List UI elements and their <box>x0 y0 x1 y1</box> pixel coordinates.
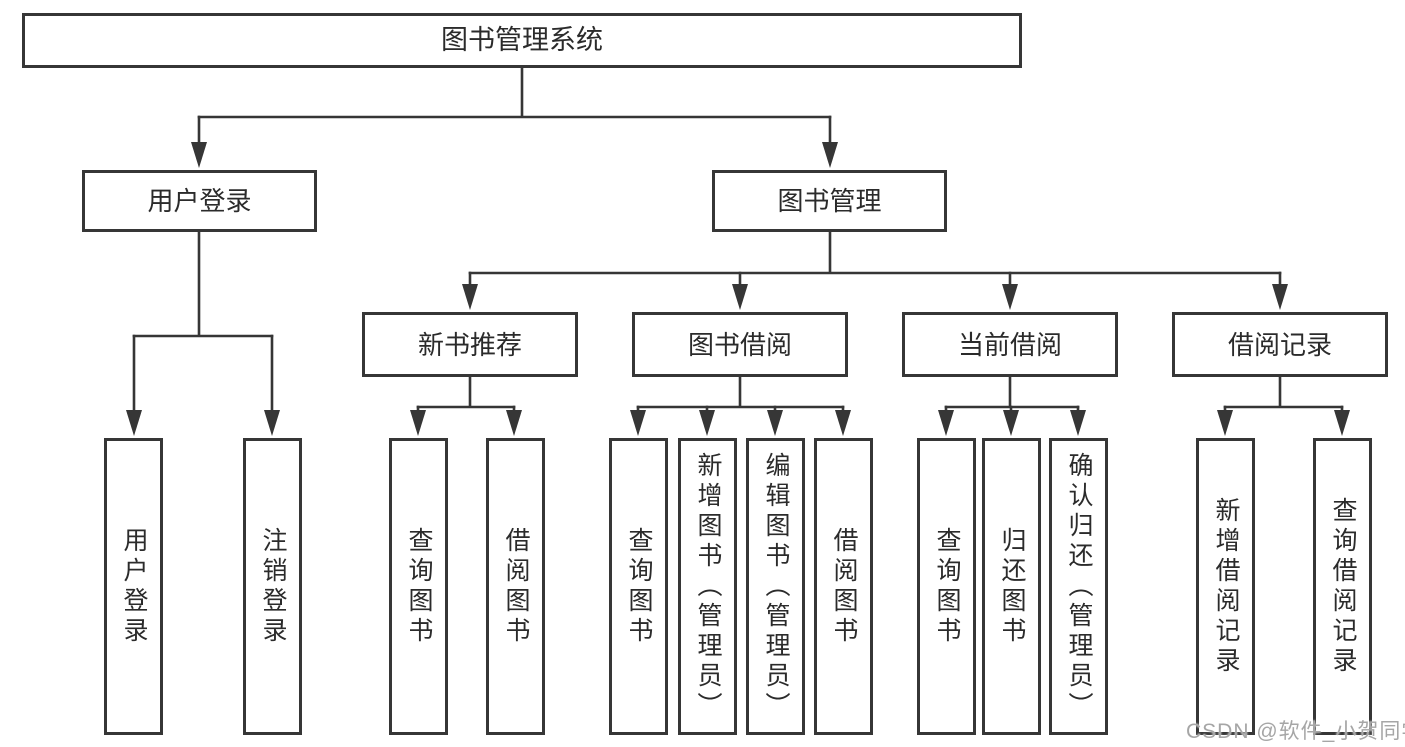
node-current-borrowing: 当前借阅 <box>902 312 1118 377</box>
leaf-query-books-recommend: 查询图书 <box>389 438 448 735</box>
leaf-label: 归还图书 <box>998 526 1026 647</box>
node-borrowing-records: 借阅记录 <box>1172 312 1388 377</box>
leaf-query-books-borrowing: 查询图书 <box>609 438 668 735</box>
leaf-edit-books-admin: 编辑图书（管理员） <box>746 438 805 735</box>
leaf-label: 查询图书 <box>625 526 653 647</box>
leaf-confirm-return-admin: 确认归还（管理员） <box>1049 438 1108 735</box>
node-user-login: 用户登录 <box>82 170 317 232</box>
leaf-label: 编辑图书（管理员） <box>762 451 790 722</box>
leaf-label: 注销登录 <box>259 526 287 647</box>
leaf-label: 新增图书（管理员） <box>694 451 722 722</box>
leaf-label: 用户登录 <box>120 526 148 647</box>
node-book-management: 图书管理 <box>712 170 947 232</box>
leaf-label: 查询图书 <box>933 526 961 647</box>
leaf-label: 借阅图书 <box>502 526 530 647</box>
csdn-watermark: CSDN @软件_小贺同学 <box>1186 720 1405 743</box>
leaf-query-borrow-record: 查询借阅记录 <box>1313 438 1372 735</box>
leaf-label: 查询图书 <box>405 526 433 647</box>
leaf-return-books: 归还图书 <box>982 438 1041 735</box>
leaf-user-login: 用户登录 <box>104 438 163 735</box>
leaf-borrow-books-recommend: 借阅图书 <box>486 438 545 735</box>
leaf-add-books-admin: 新增图书（管理员） <box>678 438 737 735</box>
leaf-label: 新增借阅记录 <box>1212 496 1240 677</box>
leaf-query-books-current: 查询图书 <box>917 438 976 735</box>
leaf-label: 确认归还（管理员） <box>1065 451 1093 722</box>
leaf-borrow-books-borrowing: 借阅图书 <box>814 438 873 735</box>
leaf-label: 查询借阅记录 <box>1329 496 1357 677</box>
leaf-label: 借阅图书 <box>830 526 858 647</box>
leaf-add-borrow-record: 新增借阅记录 <box>1196 438 1255 735</box>
node-book-borrowing: 图书借阅 <box>632 312 848 377</box>
leaf-logout: 注销登录 <box>243 438 302 735</box>
node-root: 图书管理系统 <box>22 13 1022 68</box>
node-new-book-recommend: 新书推荐 <box>362 312 578 377</box>
